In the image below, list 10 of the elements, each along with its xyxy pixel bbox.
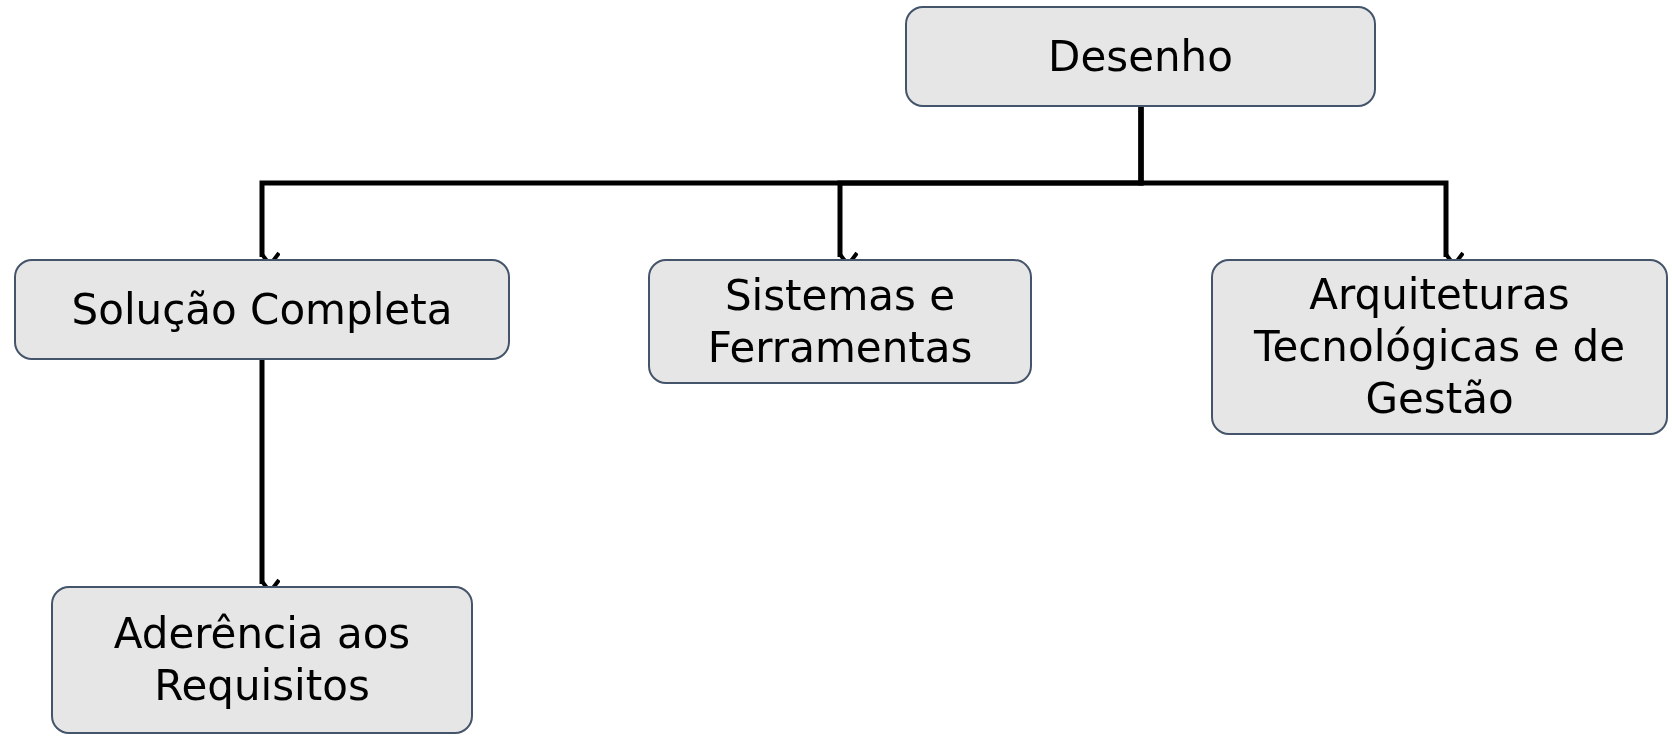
process-box bbox=[14, 259, 510, 360]
process-box bbox=[51, 586, 473, 734]
box-label: Arquiteturas Tecnológicas e de Gestão bbox=[1252, 269, 1627, 425]
box-label: Desenho bbox=[1048, 30, 1233, 83]
process-box bbox=[648, 259, 1032, 384]
process-box bbox=[1211, 259, 1668, 435]
box-label: Sistemas e Ferramentas bbox=[706, 269, 974, 374]
box-label: Aderência aos Requisitos bbox=[112, 608, 412, 712]
process-box bbox=[905, 6, 1376, 107]
box-label: Solução Completa bbox=[71, 283, 453, 336]
